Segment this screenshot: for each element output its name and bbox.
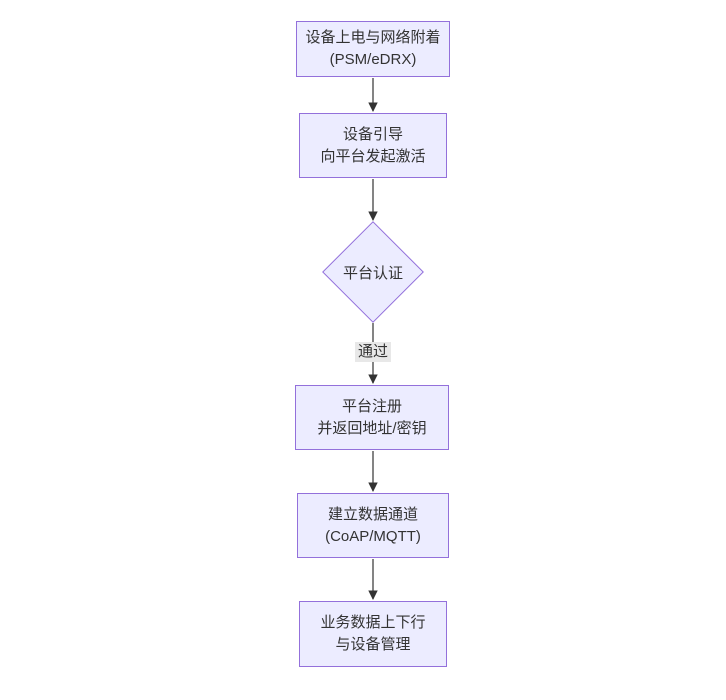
flow-node-data-channel: 建立数据通道 (CoAP/MQTT) [297,493,449,558]
edge-label-pass: 通过 [354,342,392,362]
node-label: 向平台发起激活 [320,147,426,165]
flow-node-power-attach: 设备上电与网络附着 (PSM/eDRX) [296,21,450,77]
node-label: 业务数据上下行 [320,614,426,631]
node-label: (PSM/eDRX) [329,51,417,68]
flow-node-bootstrap: 设备引导 向平台发起激活 [299,113,447,178]
flow-node-business-data: 业务数据上下行 与设备管理 [299,601,447,667]
node-label: 设备上电与网络附着 [305,29,441,46]
node-label: 并返回地址/密钥 [317,419,427,437]
flow-node-auth-decision: 平台认证 [321,220,425,324]
node-label: 与设备管理 [335,636,411,653]
node-label: 建立数据通道 [327,505,418,523]
node-label: 平台注册 [341,397,402,415]
node-label: 设备引导 [342,125,403,143]
flow-node-register: 平台注册 并返回地址/密钥 [295,385,449,450]
node-label: 平台认证 [342,264,403,282]
node-label: (CoAP/MQTT) [325,527,421,545]
